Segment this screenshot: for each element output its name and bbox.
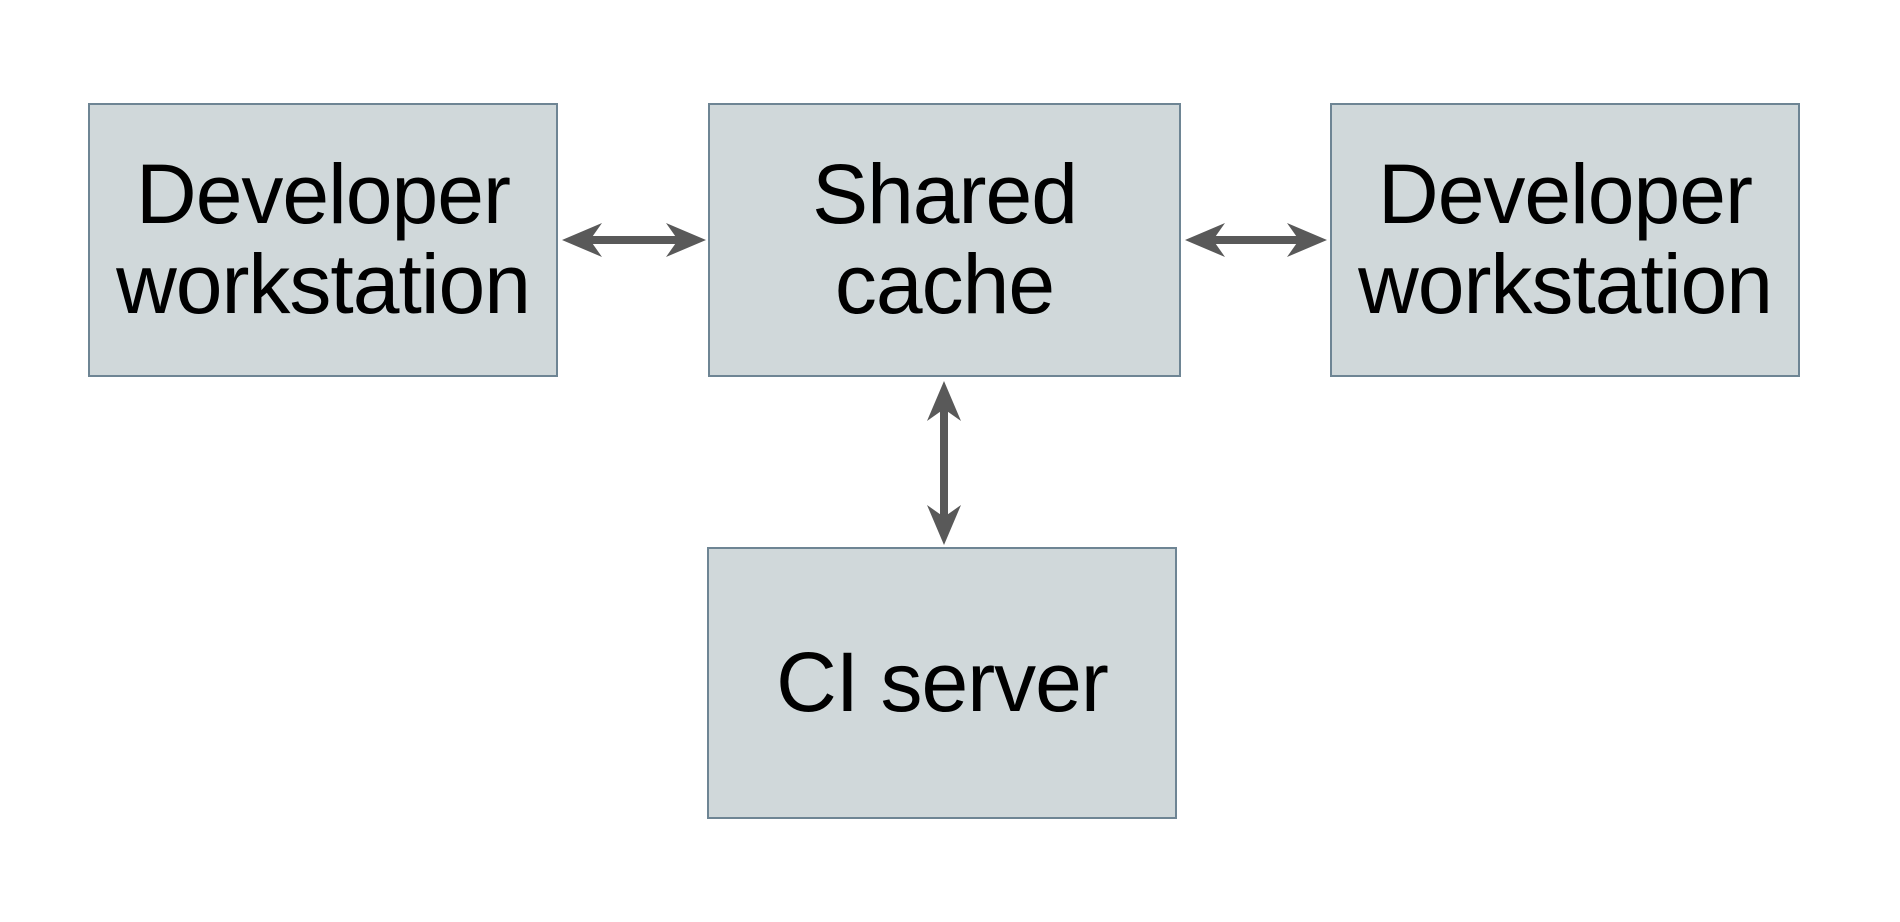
node-label-ci-server: CI server <box>776 635 1109 730</box>
node-label-developer-workstation-right: Developer workstation <box>1358 147 1773 331</box>
node-ci-server: CI server <box>707 547 1177 819</box>
node-label-developer-workstation-left: Developer workstation <box>116 147 531 331</box>
bidirectional-arrow-left-workstation-cache-icon <box>562 223 706 257</box>
node-developer-workstation-left: Developer workstation <box>88 103 558 377</box>
bidirectional-arrow-cache-right-workstation-icon <box>1185 223 1327 257</box>
node-label-shared-cache: Shared cache <box>812 147 1078 331</box>
node-developer-workstation-right: Developer workstation <box>1330 103 1800 377</box>
node-shared-cache: Shared cache <box>708 103 1181 377</box>
bidirectional-arrow-cache-ci-server-icon <box>927 381 961 545</box>
